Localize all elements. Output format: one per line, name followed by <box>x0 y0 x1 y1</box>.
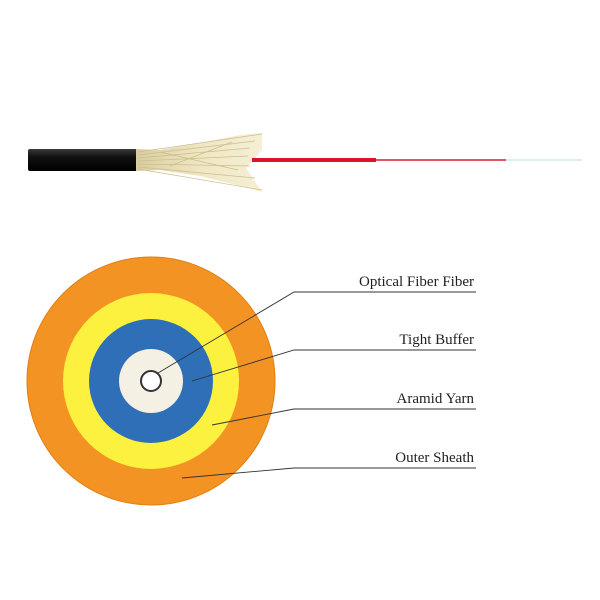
cable-jacket-segment <box>28 149 138 171</box>
leader-outer-sheath <box>181 467 476 479</box>
red-tight-buffer <box>252 158 376 162</box>
cable-side-view <box>28 133 582 192</box>
leader-optical-fiber <box>157 291 476 374</box>
label-tight-buffer: Tight Buffer <box>399 332 474 348</box>
aramid-yarn-fan <box>136 133 262 192</box>
cable-cross-section <box>26 256 276 506</box>
labels: Optical Fiber Fiber Tight Buffer Aramid … <box>359 274 474 466</box>
leader-lines <box>157 291 476 479</box>
label-optical-fiber: Optical Fiber Fiber <box>359 274 474 290</box>
fiber-center <box>140 370 162 392</box>
label-outer-sheath: Outer Sheath <box>395 450 474 466</box>
label-aramid-yarn: Aramid Yarn <box>397 391 475 407</box>
yarn-strands <box>137 133 263 191</box>
leader-aramid-yarn <box>211 408 476 426</box>
leader-tight-buffer <box>191 349 476 382</box>
thin-buffer-section <box>376 159 506 161</box>
